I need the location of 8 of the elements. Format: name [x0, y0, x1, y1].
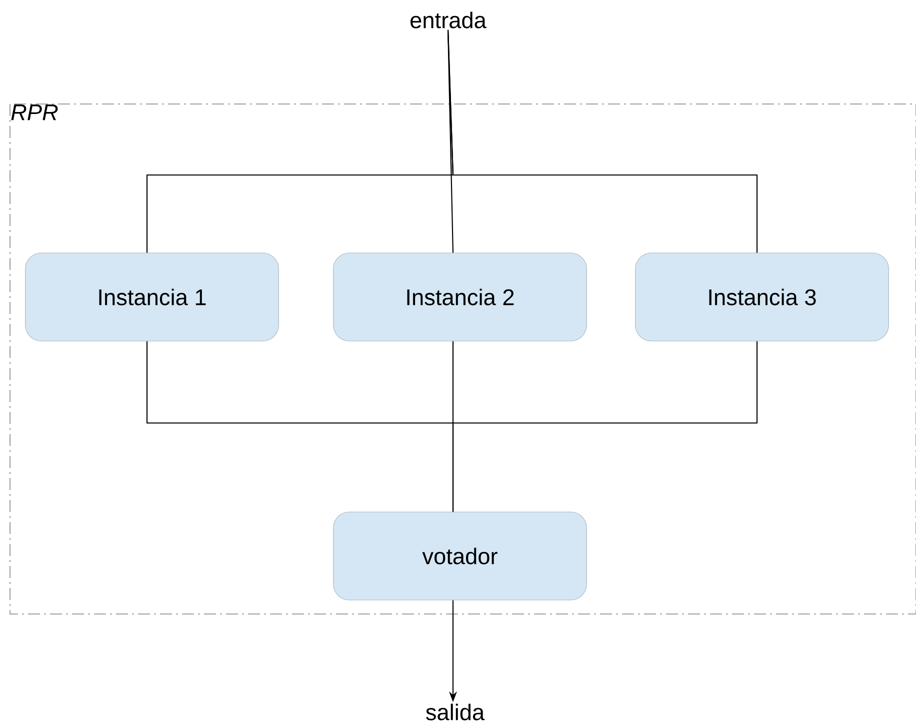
process-box: Instancia 2 — [333, 252, 587, 342]
process-box: Instancia 3 — [635, 252, 889, 342]
process-box: votador — [333, 512, 587, 600]
terminal-label: entrada — [410, 12, 486, 28]
connector — [452, 341, 758, 512]
connector — [447, 30, 758, 253]
process-box: Instancia 1 — [25, 252, 279, 342]
terminal-label: salida — [426, 704, 485, 720]
